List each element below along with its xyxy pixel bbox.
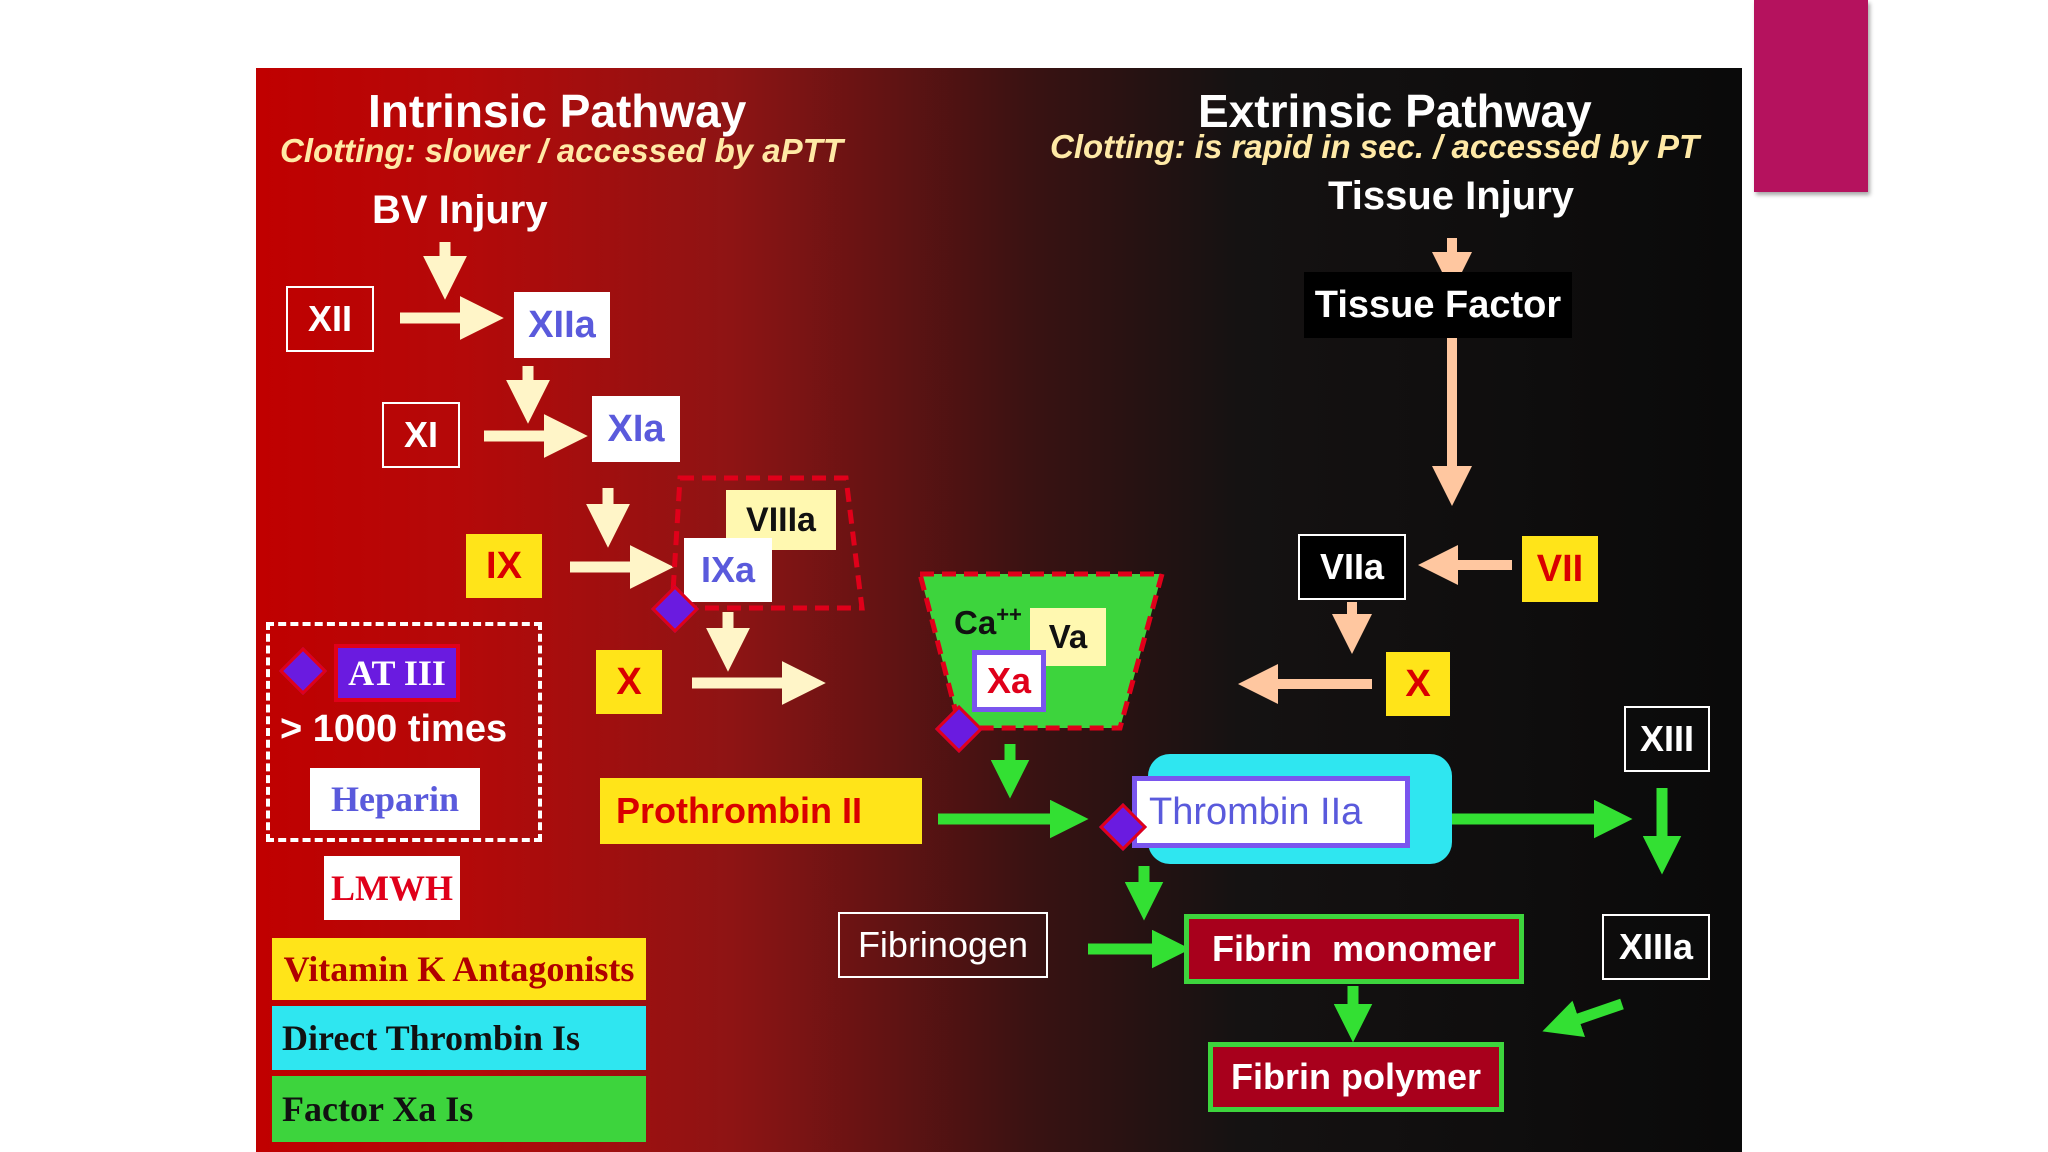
tissue-injury-label: Tissue Injury: [1328, 174, 1575, 218]
factor-viia: VIIa: [1298, 534, 1406, 600]
lmwh-label: LMWH: [324, 856, 460, 920]
factor-va: Va: [1030, 608, 1106, 666]
potency-label: > 1000 times: [280, 708, 508, 750]
factor-xa-inhibitors: Factor Xa Is: [272, 1076, 646, 1142]
factor-xi: XI: [382, 402, 460, 468]
extrinsic-title: Extrinsic Pathway: [1198, 85, 1592, 137]
fibrin-polymer: Fibrin polymer: [1208, 1042, 1504, 1112]
at3-label: AT III: [334, 644, 460, 702]
factor-ix: IX: [466, 534, 542, 598]
factor-x-intrinsic: X: [596, 650, 662, 714]
factor-ixa: IXa: [684, 538, 772, 602]
heparin-label: Heparin: [310, 768, 480, 830]
factor-xa: Xa: [972, 650, 1046, 712]
tissue-factor: Tissue Factor: [1304, 272, 1572, 338]
at3-legend-box: [266, 622, 542, 842]
tenase-complex-outline: [669, 475, 865, 611]
factor-x-extrinsic: X: [1386, 652, 1450, 716]
vitamin-k-antagonists: Vitamin K Antagonists: [272, 938, 646, 1000]
direct-thrombin-inhibitors: Direct Thrombin Is: [272, 1006, 646, 1070]
factor-xiii: XIII: [1624, 706, 1710, 772]
accent-block: [1754, 0, 1868, 192]
factor-xia: XIa: [592, 396, 680, 462]
intrinsic-subtitle: Clotting: slower / accessed by aPTT: [280, 132, 843, 169]
factor-xiiia: XIIIa: [1602, 914, 1710, 980]
prothrombin: Prothrombin II: [600, 778, 922, 844]
factor-vii: VII: [1522, 536, 1598, 602]
calcium-label: Ca++: [954, 602, 1022, 641]
bv-injury-label: BV Injury: [372, 188, 548, 232]
extrinsic-subtitle: Clotting: is rapid in sec. / accessed by…: [1050, 128, 1700, 165]
coagulation-diagram: Intrinsic Pathway Clotting: slower / acc…: [256, 68, 1742, 1152]
factor-xiia: XIIa: [514, 292, 610, 358]
thrombin: Thrombin IIa: [1132, 776, 1410, 848]
factor-xii: XII: [286, 286, 374, 352]
fibrin-monomer: Fibrin monomer: [1184, 914, 1524, 984]
intrinsic-title: Intrinsic Pathway: [368, 85, 747, 137]
arrow-xiiia-to-fibrin: [1542, 998, 1624, 1038]
fibrinogen: Fibrinogen: [838, 912, 1048, 978]
